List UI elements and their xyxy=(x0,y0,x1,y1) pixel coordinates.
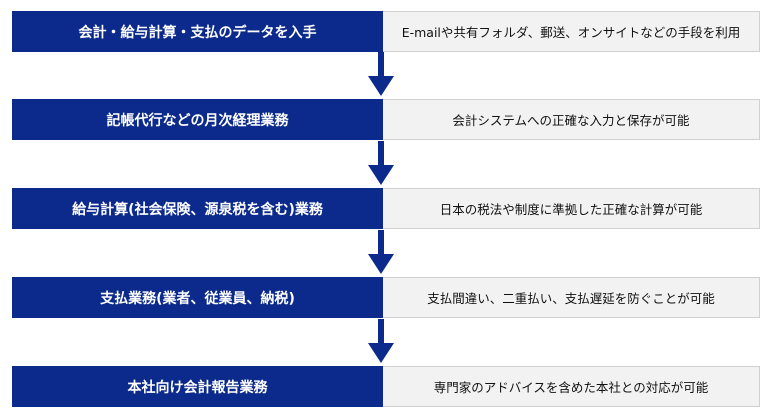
down-arrow-icon xyxy=(368,141,394,185)
process-row-5: 本社向け会計報告業務 専門家のアドバイスを含めた本社との対応が可能 xyxy=(12,366,760,407)
step-description: 会計システムへの正確な入力と保存が可能 xyxy=(383,99,760,140)
down-arrow-icon xyxy=(368,230,394,274)
step-title: 記帳代行などの月次経理業務 xyxy=(12,99,383,140)
process-row-4: 支払業務(業者、従業員、納税) 支払間違い、二重払い、支払遅延を防ぐことが可能 xyxy=(12,277,760,318)
step-description: 専門家のアドバイスを含めた本社との対応が可能 xyxy=(383,366,760,407)
step-title: 給与計算(社会保険、源泉税を含む)業務 xyxy=(12,188,383,229)
step-title: 支払業務(業者、従業員、納税) xyxy=(12,277,383,318)
step-title: 会計・給与計算・支払のデータを入手 xyxy=(12,11,383,52)
step-title: 本社向け会計報告業務 xyxy=(12,366,383,407)
step-description: 日本の税法や制度に準拠した正確な計算が可能 xyxy=(383,188,760,229)
step-description: 支払間違い、二重払い、支払遅延を防ぐことが可能 xyxy=(383,277,760,318)
process-row-1: 会計・給与計算・支払のデータを入手 E-mailや共有フォルダ、郵送、オンサイト… xyxy=(12,11,760,52)
down-arrow-icon xyxy=(368,52,394,96)
process-row-3: 給与計算(社会保険、源泉税を含む)業務 日本の税法や制度に準拠した正確な計算が可… xyxy=(12,188,760,229)
step-description: E-mailや共有フォルダ、郵送、オンサイトなどの手段を利用 xyxy=(383,11,760,52)
down-arrow-icon xyxy=(368,319,394,363)
process-row-2: 記帳代行などの月次経理業務 会計システムへの正確な入力と保存が可能 xyxy=(12,99,760,140)
